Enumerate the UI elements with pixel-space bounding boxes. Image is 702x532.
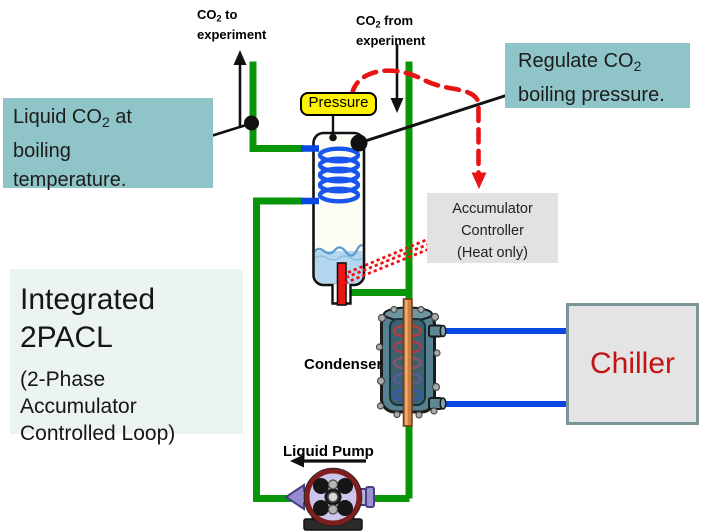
title-panel-2pacl: Integrated 2PACL (2-Phase Accumulator Co… [10, 269, 243, 445]
heating-coil-icon [317, 146, 361, 204]
label-liquid-pump: Liquid Pump [283, 443, 374, 460]
arrow-co2-from-experiment [390, 44, 404, 113]
condenser-port-top [428, 324, 447, 338]
condenser-tube-highlight [405, 300, 408, 425]
condenser-port-bottom [428, 397, 447, 410]
callout-regulate-pressure: Regulate CO2 boiling pressure. [505, 43, 690, 108]
pump-rotors [313, 478, 353, 516]
callout-right-pointer [358, 94, 507, 145]
vessel-tap-dot [350, 134, 368, 152]
callout-left-pointer [210, 122, 252, 138]
accumulator-icon [301, 131, 366, 306]
arrow-co2-to-experiment [233, 50, 247, 128]
condenser-coil [392, 324, 423, 402]
pressure-sensor-dot [329, 133, 337, 142]
pump-icon [284, 467, 375, 531]
co2-from-text: CO [356, 13, 376, 28]
pressure-tag: Pressure [300, 92, 377, 116]
pump-outlet-arrow [284, 483, 321, 511]
condenser-tube [402, 298, 413, 427]
callout-liquid-co2: Liquid CO2 at boiling temperature. [3, 98, 213, 191]
panel-title-line1: Integrated [20, 283, 156, 316]
co2-loop-pipes [249, 61, 413, 502]
label-condenser: Condenser [304, 356, 383, 373]
vessel-neck [331, 284, 352, 305]
co2-to-text: CO [197, 7, 217, 22]
label-co2-from-experiment: CO2 from experiment [356, 13, 426, 48]
heater-rod-icon [336, 262, 347, 306]
condenser-insulation [375, 305, 441, 419]
control-signal-arrowhead [471, 172, 487, 189]
pipe-tap-dot [244, 115, 259, 131]
condenser-icon [375, 298, 447, 427]
heater-power-link [344, 236, 435, 285]
control-signal-dashed [349, 68, 487, 189]
pipe-top-left [249, 61, 303, 152]
accumulator-controller-box: Accumulator Controller (Heat only) [427, 193, 558, 263]
vessel-liquid [315, 244, 363, 284]
chiller-lines [436, 328, 566, 407]
panel-title-line2: 2PACL [20, 321, 113, 354]
chiller-box: Chiller [566, 303, 699, 425]
label-co2-to-experiment: CO2 to experiment [197, 7, 267, 42]
vessel-body [312, 131, 366, 287]
chiller-label: Chiller [589, 347, 676, 380]
